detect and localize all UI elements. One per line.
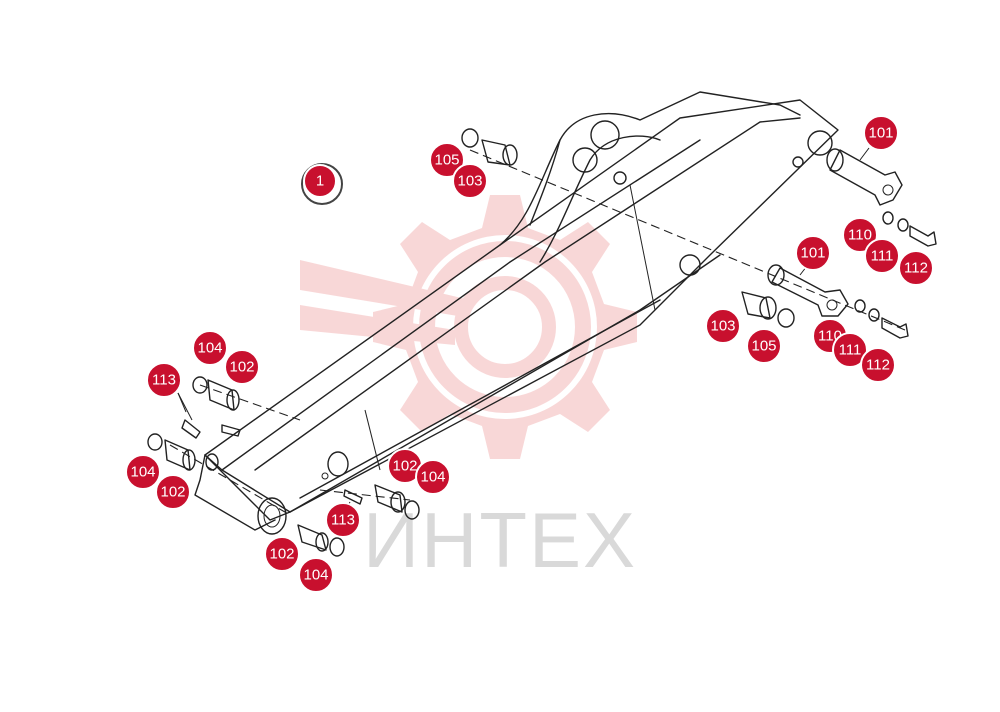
callout-circle (795, 235, 831, 271)
callout-101: 101 (795, 235, 831, 271)
assembly-number-badge: 1 (301, 163, 343, 205)
callout-label: 103 (457, 173, 482, 190)
callout-113: 113 (325, 502, 361, 538)
callout-label: 102 (269, 546, 294, 563)
callout-113: 113 (146, 362, 182, 398)
callout-label: 104 (130, 464, 155, 481)
callout-104: 104 (415, 459, 451, 495)
callout-circle (429, 142, 465, 178)
pin-101-mid (767, 264, 849, 317)
callout-circle (842, 217, 878, 253)
callout-label: 101 (868, 125, 893, 142)
callout-label: 113 (331, 512, 355, 529)
callout-circle (415, 459, 451, 495)
callout-label: 112 (866, 357, 890, 374)
callout-112: 112 (860, 347, 896, 383)
callout-label: 110 (848, 227, 872, 244)
callout-label: 111 (871, 248, 894, 265)
callout-105: 105 (429, 142, 465, 178)
callout-circle (192, 330, 228, 366)
callout-label: 101 (800, 245, 825, 262)
hardware (147, 128, 937, 557)
callout-circle (452, 163, 488, 199)
callout-circle (146, 362, 182, 398)
callout-label: 103 (710, 318, 735, 335)
callout-label: 105 (751, 338, 776, 355)
watermark-text: ИНТЕХ (363, 496, 637, 584)
callout-102: 102 (224, 349, 260, 385)
callout-label: 111 (839, 342, 862, 359)
callout-circle (224, 349, 260, 385)
callout-111: 111 (832, 332, 868, 368)
callout-104: 104 (192, 330, 228, 366)
pin-101-top (826, 148, 903, 206)
callout-circle (264, 536, 300, 572)
callout-circle (746, 328, 782, 364)
callout-label: 104 (197, 340, 222, 357)
callout-label: 102 (392, 458, 417, 475)
callout-circle (325, 502, 361, 538)
callout-circle (832, 332, 868, 368)
callout-label: 102 (229, 359, 254, 376)
callout-circle (860, 347, 896, 383)
part-callouts: 1011011051031101111121031051101111121041… (125, 115, 934, 593)
callout-104: 104 (298, 557, 334, 593)
assembly-number: 1 (316, 173, 324, 190)
callout-circle (298, 557, 334, 593)
callout-circle (864, 238, 900, 274)
callout-circle (125, 454, 161, 490)
callout-101: 101 (863, 115, 899, 151)
callout-105: 105 (746, 328, 782, 364)
callout-label: 112 (904, 260, 928, 277)
callout-label: 102 (160, 484, 185, 501)
callout-112: 112 (898, 250, 934, 286)
callout-102: 102 (155, 474, 191, 510)
callout-circle (863, 115, 899, 151)
callout-111: 111 (864, 238, 900, 274)
callout-circle (898, 250, 934, 286)
callout-label: 105 (434, 152, 459, 169)
callout-label: 113 (152, 372, 176, 389)
callout-label: 104 (303, 567, 328, 584)
callout-103: 103 (452, 163, 488, 199)
callout-label: 104 (420, 469, 445, 486)
callout-103: 103 (705, 308, 741, 344)
callout-104: 104 (125, 454, 161, 490)
callout-102: 102 (387, 448, 423, 484)
boom-arm (194, 91, 839, 535)
callout-circle (705, 308, 741, 344)
callout-102: 102 (264, 536, 300, 572)
callout-110: 110 (842, 217, 878, 253)
callout-circle (155, 474, 191, 510)
